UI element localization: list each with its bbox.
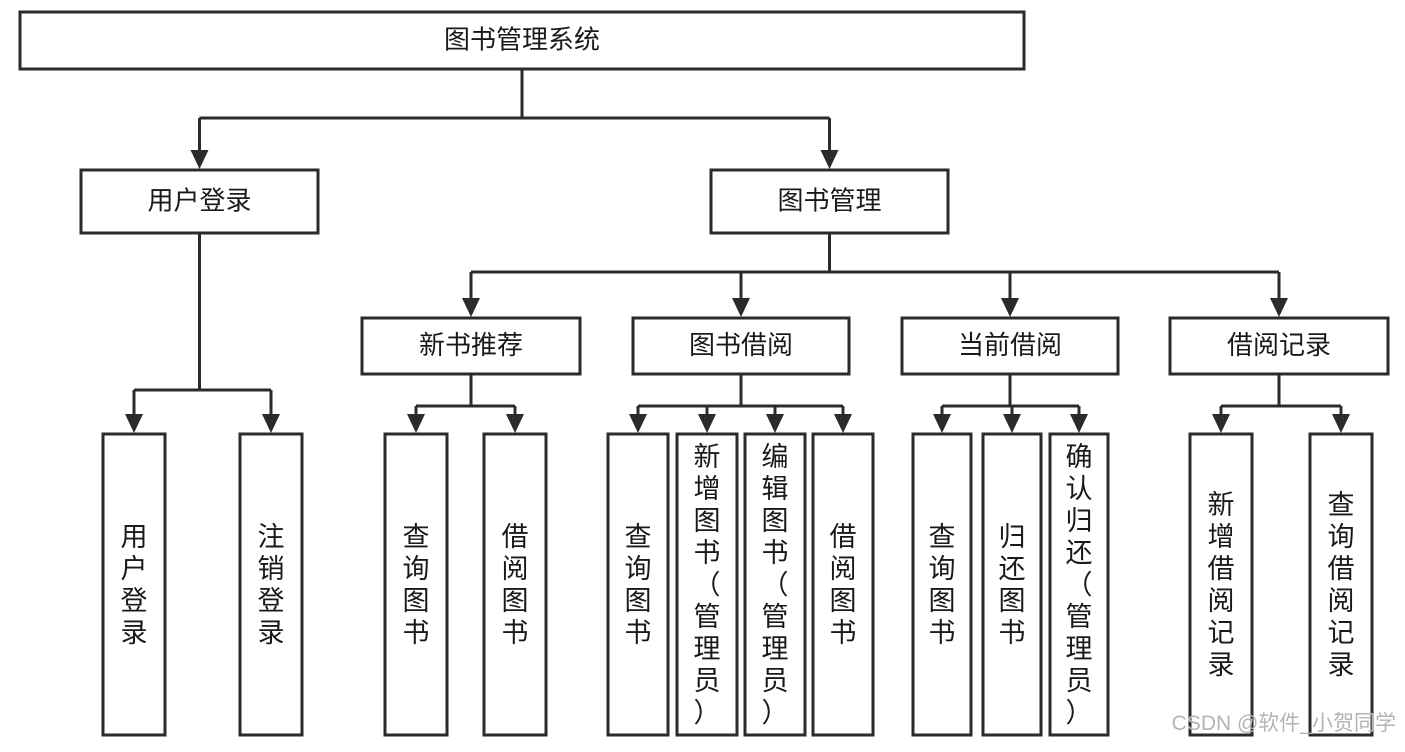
arrow-head-icon [462, 298, 480, 317]
arrow-head-icon [834, 414, 852, 433]
leaf-node-label: 新增借阅记录 [1208, 490, 1235, 680]
arrow-head-icon [1003, 414, 1021, 433]
level3-node-label: 借阅记录 [1227, 330, 1331, 360]
leaf-node-1[interactable]: 用户登录 [101, 432, 167, 737]
leaf-node-label: 查询图书 [625, 522, 652, 648]
level2-node-label: 用户登录 [147, 185, 251, 215]
arrow-head-icon [506, 414, 524, 433]
leaf-node-7[interactable]: 编辑图书（管理员） [743, 432, 807, 737]
arrow-head-icon [732, 298, 750, 317]
leaf-node-label: 确认归还（管理员） [1066, 442, 1093, 728]
arrow-head-icon [125, 414, 143, 433]
arrow-head-icon [1270, 298, 1288, 317]
level3-node-box[interactable] [360, 316, 582, 376]
leaf-node-13[interactable]: 查询借阅记录 [1308, 432, 1374, 737]
level3-node-box[interactable] [1168, 316, 1390, 376]
level3-node-2[interactable]: 图书借阅 [631, 316, 851, 376]
leaf-node-box[interactable] [811, 432, 875, 737]
leaf-node-6[interactable]: 新增图书（管理员） [675, 432, 739, 737]
root-node-label: 图书管理系统 [444, 24, 600, 54]
edge-group-root [190, 69, 839, 169]
leaf-node-box[interactable] [1308, 432, 1374, 737]
arrow-head-icon [766, 414, 784, 433]
leaf-node-label: 查询图书 [403, 522, 430, 648]
leaf-node-box[interactable] [911, 432, 973, 737]
edge-group-borrow [629, 374, 852, 433]
arrow-head-icon [933, 414, 951, 433]
leaf-node-box[interactable] [101, 432, 167, 737]
leaf-node-11[interactable]: 确认归还（管理员） [1048, 432, 1110, 737]
root-node-1[interactable]: 图书管理系统 [18, 10, 1026, 71]
level3-node-3[interactable]: 当前借阅 [900, 316, 1120, 376]
leaf-node-2[interactable]: 注销登录 [238, 432, 304, 737]
leaf-node-5[interactable]: 查询图书 [606, 432, 670, 737]
arrow-head-icon [1332, 414, 1350, 433]
leaf-node-box[interactable] [238, 432, 304, 737]
arrow-head-icon [190, 150, 209, 169]
arrow-head-icon [1001, 298, 1019, 317]
level3-node-box[interactable] [900, 316, 1120, 376]
leaf-node-12[interactable]: 新增借阅记录 [1188, 432, 1254, 737]
leaf-node-label: 查询借阅记录 [1328, 490, 1355, 680]
leaf-node-label: 用户登录 [121, 522, 148, 648]
arrow-head-icon [629, 414, 647, 433]
leaf-node-box[interactable] [1188, 432, 1254, 737]
leaf-node-box[interactable] [675, 432, 739, 737]
level3-node-box[interactable] [631, 316, 851, 376]
edge-group-new-book [407, 374, 524, 433]
level2-node-2[interactable]: 图书管理 [709, 168, 950, 235]
level3-node-label: 图书借阅 [689, 330, 793, 360]
leaf-node-label: 借阅图书 [502, 522, 529, 648]
leaf-node-box[interactable] [743, 432, 807, 737]
edges-layer [125, 69, 1350, 433]
leaf-node-8[interactable]: 借阅图书 [811, 432, 875, 737]
leaf-node-box[interactable] [383, 432, 449, 737]
leaf-node-box[interactable] [482, 432, 548, 737]
level3-node-1[interactable]: 新书推荐 [360, 316, 582, 376]
edge-group-current [933, 374, 1088, 433]
leaf-node-box[interactable] [981, 432, 1043, 737]
leaf-node-10[interactable]: 归还图书 [981, 432, 1043, 737]
leaf-node-3[interactable]: 查询图书 [383, 432, 449, 737]
edge-group-record [1212, 374, 1350, 433]
arrow-head-icon [1212, 414, 1230, 433]
edge-group-user-login [125, 233, 280, 433]
leaf-node-label: 归还图书 [999, 522, 1026, 648]
leaf-node-9[interactable]: 查询图书 [911, 432, 973, 737]
leaf-node-4[interactable]: 借阅图书 [482, 432, 548, 737]
arrow-head-icon [262, 414, 280, 433]
root-node-box[interactable] [18, 10, 1026, 71]
leaf-node-box[interactable] [1048, 432, 1110, 737]
level2-node-box[interactable] [79, 168, 320, 235]
level2-node-1[interactable]: 用户登录 [79, 168, 320, 235]
level3-node-4[interactable]: 借阅记录 [1168, 316, 1390, 376]
leaf-node-label: 注销登录 [258, 522, 285, 648]
level3-node-label: 当前借阅 [958, 330, 1062, 360]
level2-node-label: 图书管理 [777, 185, 881, 215]
leaf-node-label: 新增图书（管理员） [694, 442, 721, 728]
leaf-node-label: 查询图书 [929, 522, 956, 648]
arrow-head-icon [407, 414, 425, 433]
level3-node-label: 新书推荐 [419, 330, 523, 360]
leaf-node-label: 编辑图书（管理员） [762, 442, 789, 728]
arrow-head-icon [698, 414, 716, 433]
level2-node-box[interactable] [709, 168, 950, 235]
nodes-layer: 图书管理系统用户登录图书管理新书推荐图书借阅当前借阅借阅记录用户登录注销登录查询… [18, 10, 1390, 737]
edge-group-book-management [462, 233, 1288, 317]
leaf-node-label: 借阅图书 [830, 522, 857, 648]
arrow-head-icon [820, 150, 839, 169]
csdn-watermark: CSDN @软件_小贺同学 [1172, 712, 1396, 735]
arrow-head-icon [1070, 414, 1088, 433]
leaf-node-box[interactable] [606, 432, 670, 737]
